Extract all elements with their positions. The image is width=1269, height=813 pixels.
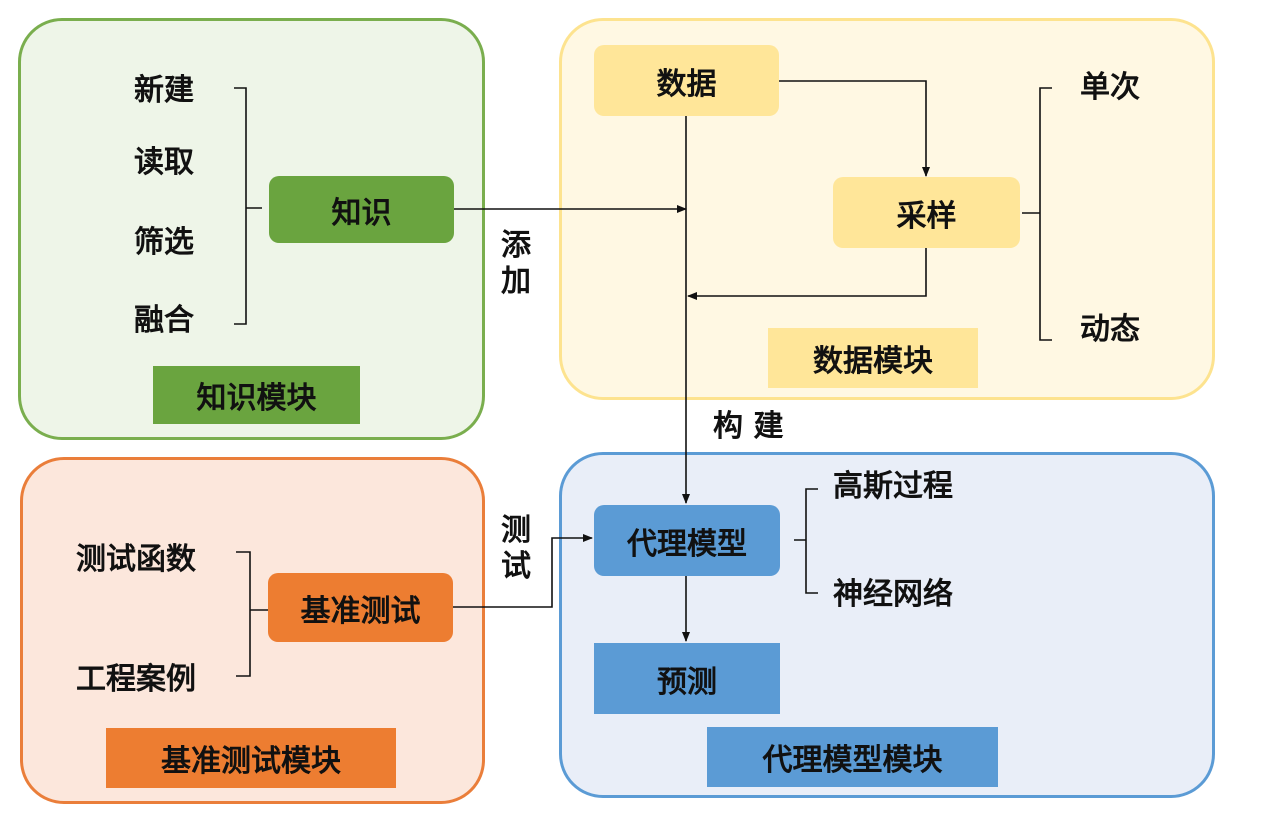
- sampling-node: 采样: [833, 177, 1020, 248]
- sampling-items-bracket: [1022, 87, 1052, 341]
- benchmark-items-bracket: [236, 551, 268, 677]
- benchmark-node: 基准测试: [268, 573, 453, 642]
- knowledge-items-bracket: [234, 87, 262, 325]
- add-label: 添加: [501, 228, 531, 299]
- knowledge-item-read: 读取: [134, 145, 194, 180]
- surrogate-item-gaussian-process: 高斯过程: [833, 469, 953, 504]
- sampling-item-single: 单次: [1080, 70, 1140, 105]
- test-label: 测试: [501, 513, 531, 584]
- surrogate-items-bracket: [794, 488, 818, 594]
- benchmark-item-engineering-cases: 工程案例: [76, 662, 196, 697]
- benchmark-item-test-functions: 测试函数: [76, 542, 196, 577]
- sampling-item-dynamic: 动态: [1080, 312, 1140, 347]
- data-module-title: 数据模块: [768, 328, 978, 388]
- knowledge-item-new: 新建: [134, 73, 194, 108]
- test-arrow: [453, 534, 593, 608]
- knowledge-node: 知识: [269, 176, 454, 243]
- predict-node: 预测: [594, 643, 780, 714]
- knowledge-item-filter: 筛选: [134, 225, 194, 260]
- data-node: 数据: [594, 45, 779, 116]
- data-to-sampling-arrow: [779, 80, 930, 177]
- surrogate-item-neural-network: 神经网络: [833, 577, 953, 612]
- sampling-return-arrow: [687, 248, 927, 300]
- surrogate-model-node: 代理模型: [594, 505, 780, 576]
- surrogate-module-title: 代理模型模块: [707, 727, 998, 787]
- knowledge-module-title: 知识模块: [153, 366, 360, 424]
- build-label: 构 建: [713, 409, 784, 444]
- benchmark-module-title: 基准测试模块: [106, 728, 396, 788]
- knowledge-item-fuse: 融合: [134, 303, 194, 338]
